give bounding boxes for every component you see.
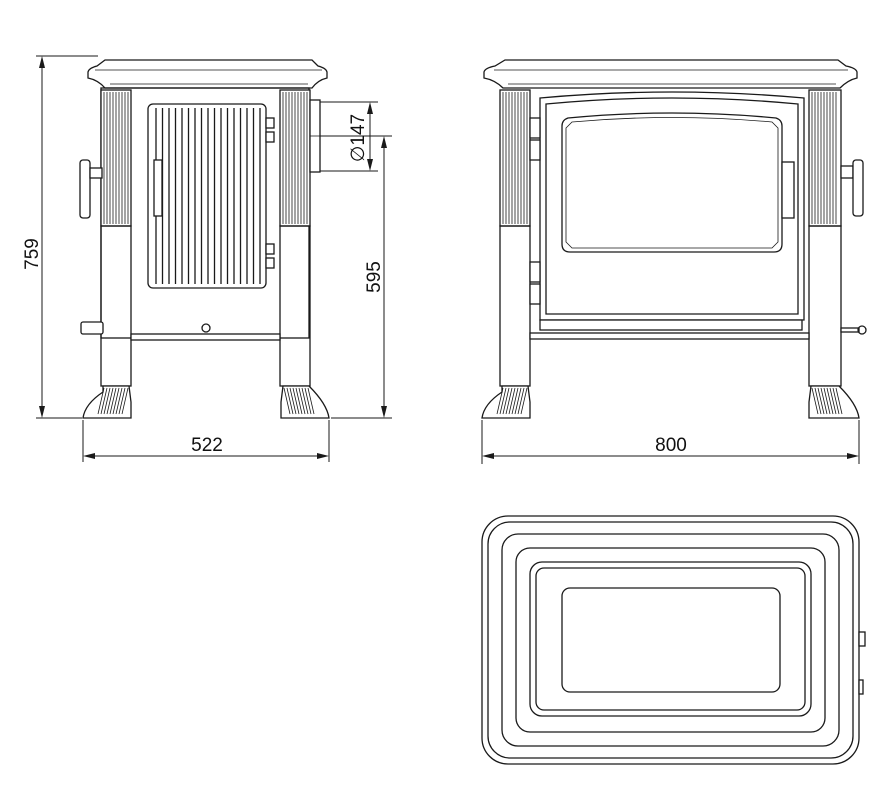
dim-label-width: 800 <box>655 435 687 456</box>
dim-label-height-total: 759 <box>22 238 43 270</box>
front-door-handle <box>781 161 795 219</box>
front-elevation-view <box>481 59 867 419</box>
side-elevation-view <box>79 59 330 419</box>
dim-height-total: 759 <box>22 55 98 419</box>
dim-label-flue-diameter: ∅147 <box>348 114 369 162</box>
front-left-leg <box>499 225 531 387</box>
front-door-glass <box>561 112 783 253</box>
front-air-knob <box>857 325 867 335</box>
side-top-plate <box>87 59 328 89</box>
dim-width: 800 <box>481 420 860 464</box>
plan-top-edge <box>501 533 840 747</box>
side-right-leg <box>279 225 311 387</box>
plan-view <box>481 515 866 765</box>
side-handle <box>79 159 91 219</box>
dim-flue-diameter: ∅147 <box>320 101 378 172</box>
front-side-handle <box>852 159 864 217</box>
dim-label-height-flue: 595 <box>364 261 385 293</box>
front-ash-lip <box>539 319 803 331</box>
plan-recess <box>561 587 781 693</box>
front-right-foot <box>808 385 860 419</box>
front-base-bar <box>529 332 810 340</box>
plan-hotplate <box>529 561 812 717</box>
side-air-knob <box>201 323 211 333</box>
dim-depth: 522 <box>82 420 330 462</box>
dim-label-depth: 522 <box>191 435 223 456</box>
side-left-leg <box>100 225 132 387</box>
side-base-bar <box>130 333 281 341</box>
side-door-panel <box>147 103 267 289</box>
front-right-leg <box>808 225 842 387</box>
dim-height-flue: 595 <box>320 135 392 419</box>
side-door-latch <box>153 159 163 217</box>
front-top-plate <box>483 59 858 89</box>
